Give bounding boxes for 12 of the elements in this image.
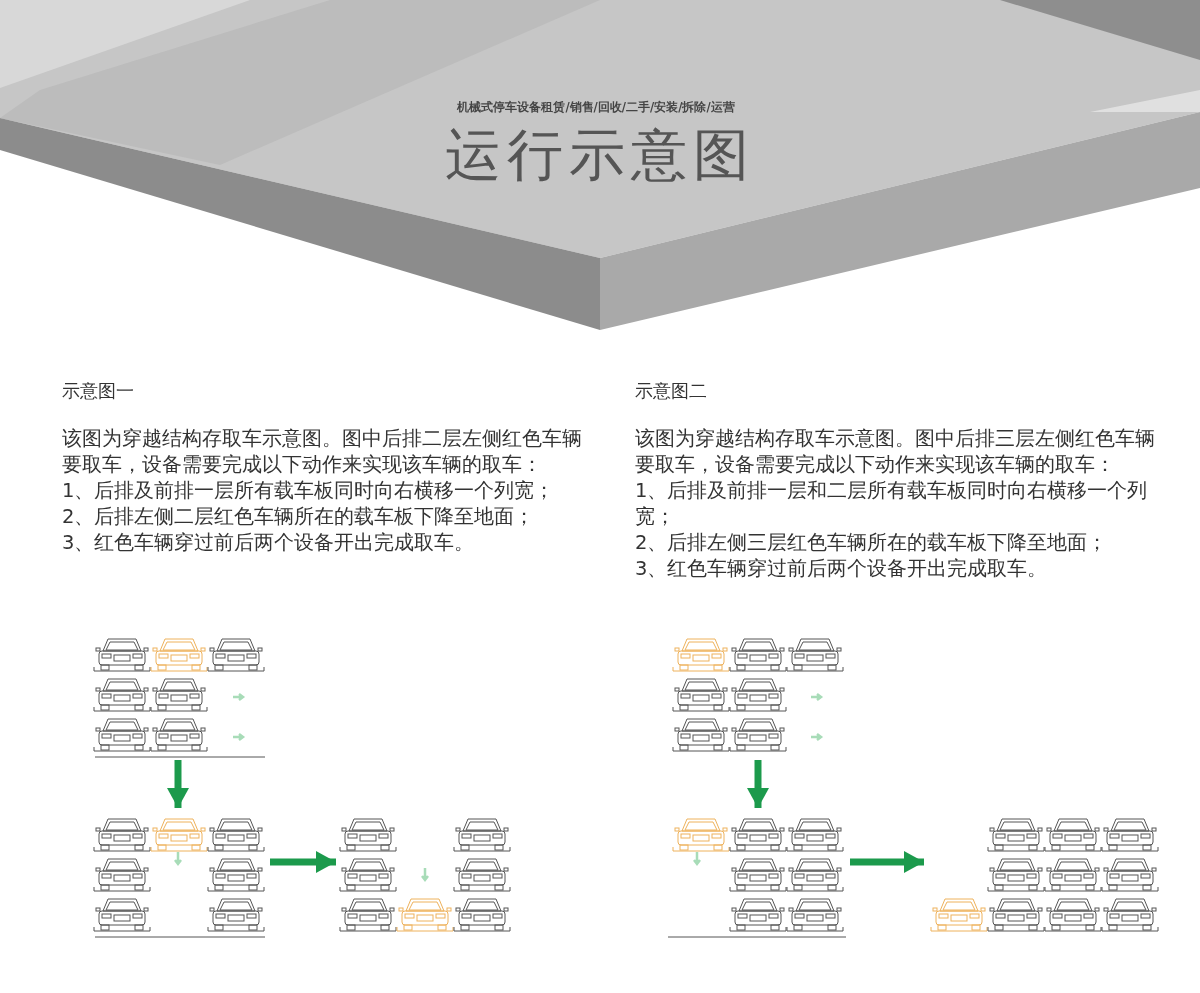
paragraph: 1、后排及前排一层和二层所有载车板同时向右横移一个列宽；	[635, 478, 1149, 530]
title: 运行示意图	[444, 122, 756, 188]
section-heading: 示意图二	[635, 379, 707, 403]
paragraph: 该图为穿越结构存取车示意图。图中后排二层左侧红色车辆要取车，设备需要完成以下动作来实现该车辆的取车：	[62, 426, 583, 478]
paragraph: 2、后排左侧三层红色车辆所在的载车板下降至地面；	[635, 530, 1108, 556]
paragraph: 2、后排左侧二层红色车辆所在的载车板下降至地面；	[62, 504, 535, 530]
paragraph: 1、后排及前排一层所有载车板同时向右横移一个列宽；	[62, 478, 555, 504]
tagline: 机械式停车设备租赁/销售/回收/二手/安装/拆除/运营	[456, 100, 736, 115]
paragraph: 3、红色车辆穿过前后两个设备开出完成取车。	[635, 556, 1048, 582]
paragraph: 3、红色车辆穿过前后两个设备开出完成取车。	[62, 530, 475, 556]
paragraph: 该图为穿越结构存取车示意图。图中后排三层左侧红色车辆要取车，设备需要完成以下动作来实现该车辆的取车：	[635, 426, 1156, 478]
section-heading: 示意图一	[62, 379, 134, 403]
